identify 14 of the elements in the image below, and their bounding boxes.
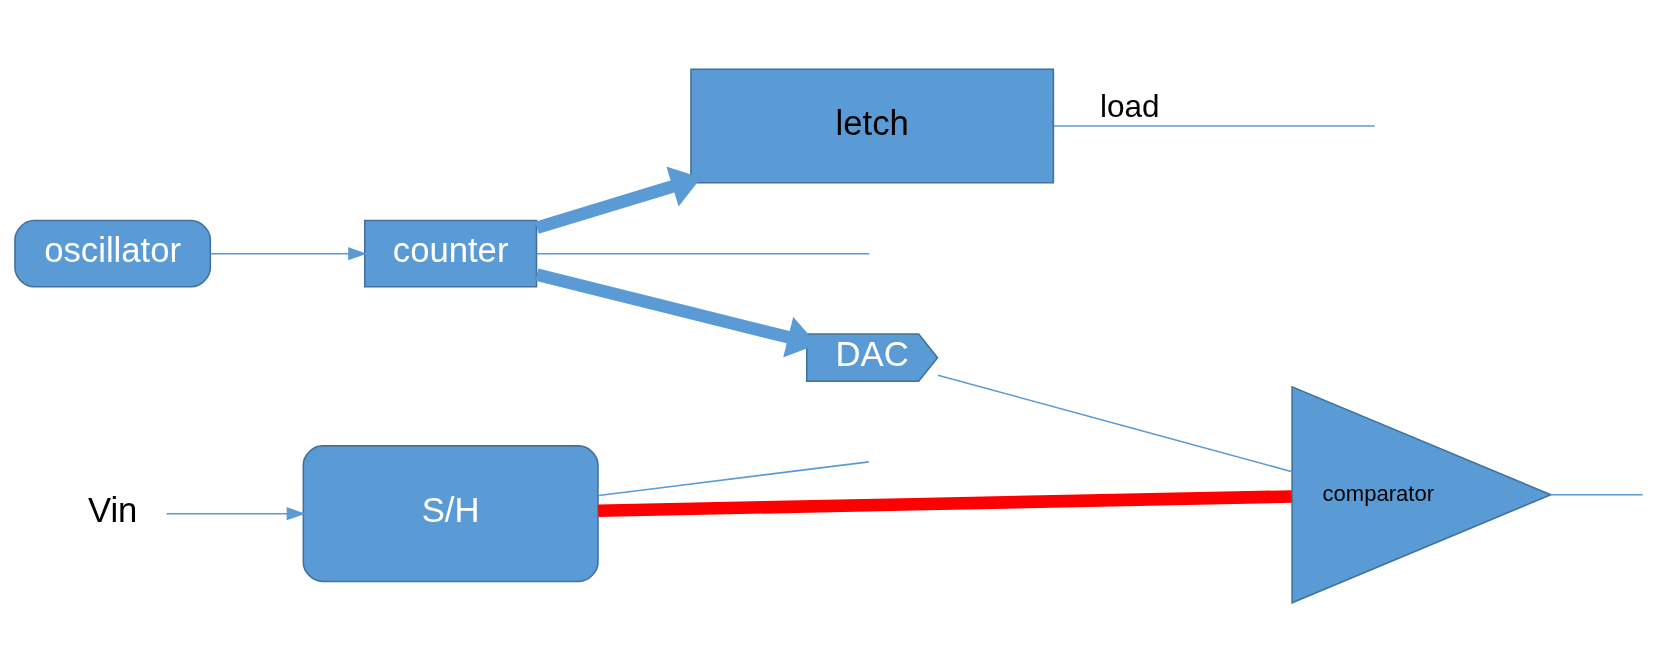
node-text: Vin <box>87 490 138 529</box>
connector <box>598 489 1292 517</box>
node-box: counter <box>363 219 538 288</box>
connector <box>1053 124 1376 127</box>
node-box: letch <box>690 68 1055 184</box>
node-box: oscillator <box>14 219 212 288</box>
arrow <box>209 246 368 260</box>
arrow <box>165 506 306 520</box>
connector <box>597 460 870 496</box>
node-box: S/H <box>302 444 599 582</box>
connector <box>1549 493 1644 496</box>
connector <box>937 373 1293 472</box>
edge-label: load <box>1100 87 1160 124</box>
connector <box>536 252 870 254</box>
